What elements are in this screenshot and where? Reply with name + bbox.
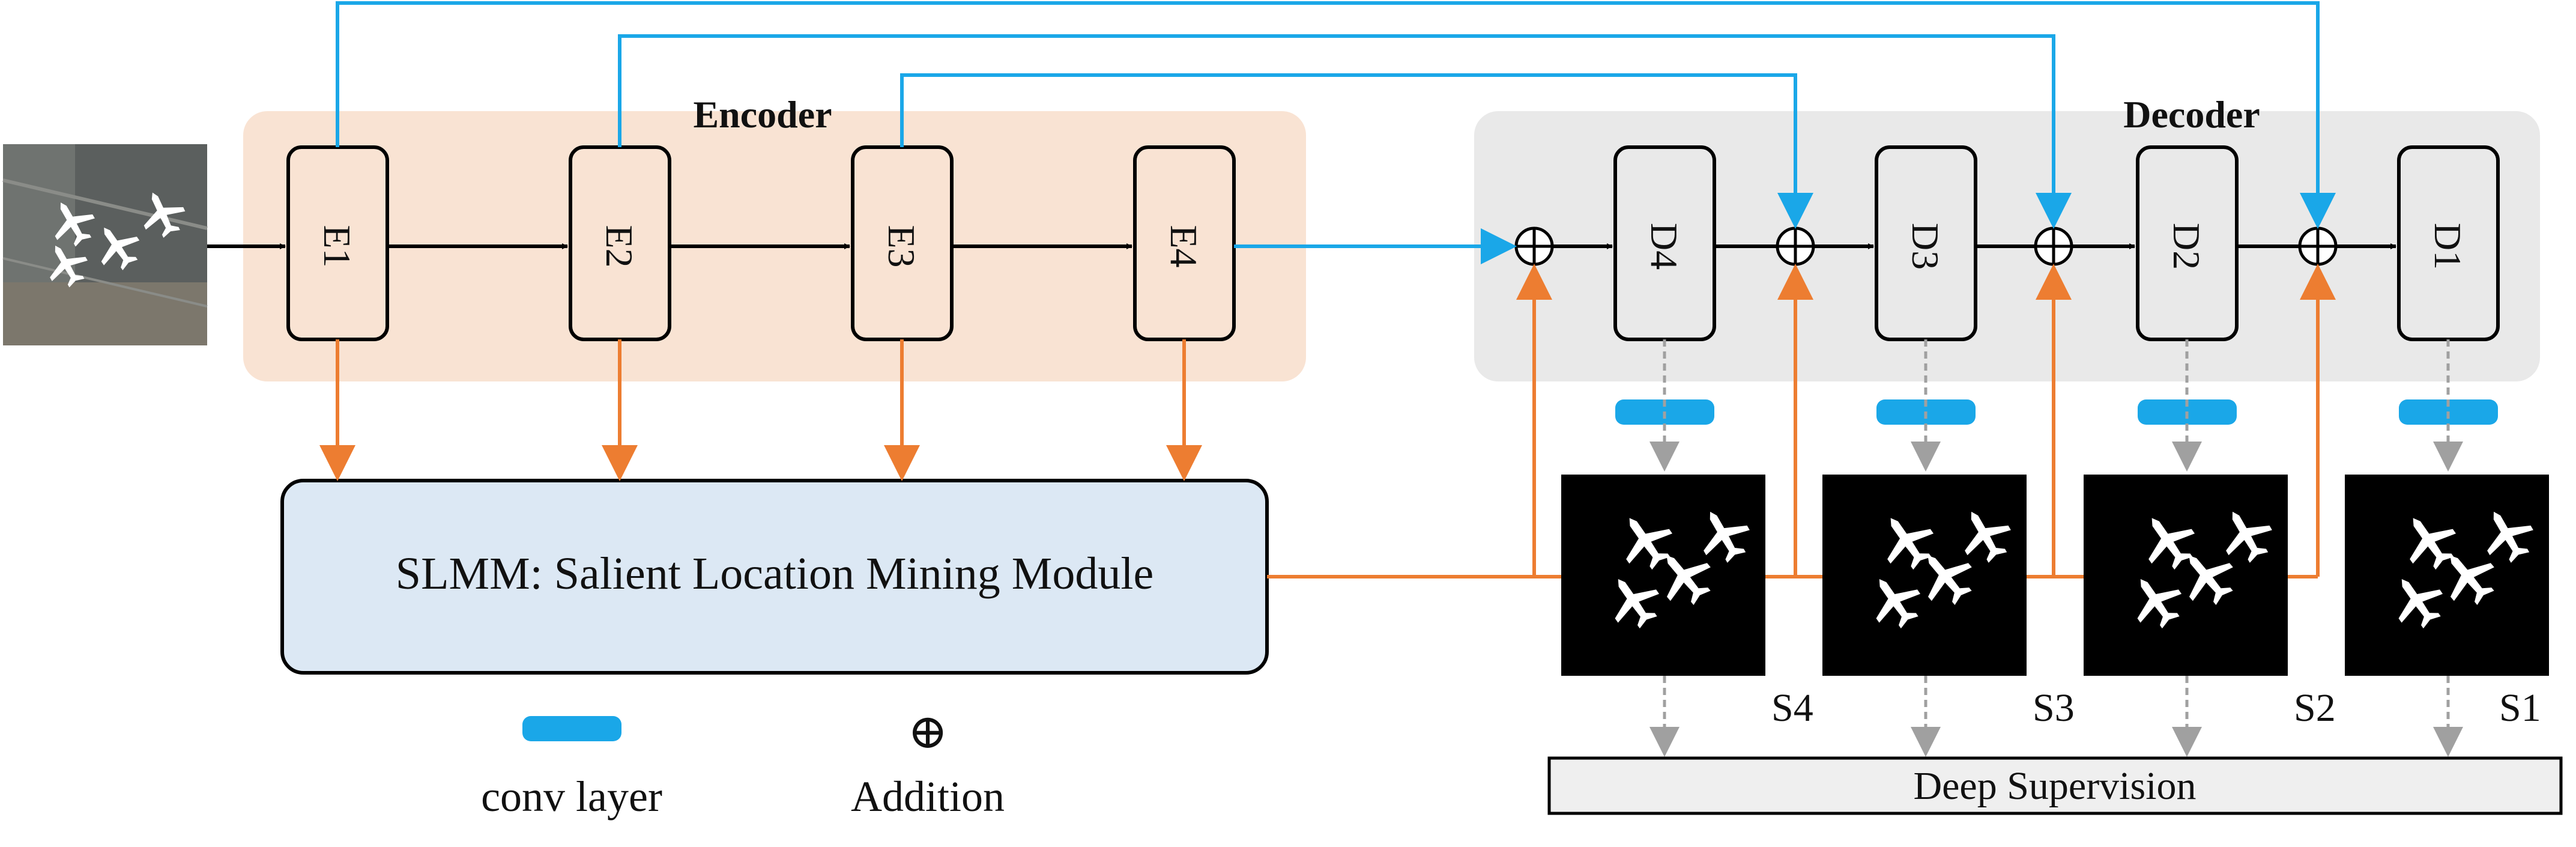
- decoder-block-d1: D1: [2397, 145, 2500, 341]
- addition-node-2: [1776, 226, 1815, 266]
- decoder-block-d3: D3: [1875, 145, 1977, 341]
- decoder-title: Decoder: [2123, 93, 2260, 136]
- decoder-block-d4-label: D4: [1643, 223, 1686, 270]
- legend-conv-layer-swatch: [522, 716, 621, 741]
- decoder-block-d4: D4: [1613, 145, 1716, 341]
- encoder-block-e3: E3: [851, 145, 954, 341]
- deep-supervision-bar: [1547, 756, 2563, 815]
- addition-node-3: [2034, 226, 2073, 266]
- decoder-block-d3-label: D3: [1904, 223, 1947, 270]
- saliency-map-s2: [2084, 475, 2288, 676]
- legend-addition-label: Addition: [851, 773, 1005, 821]
- saliency-label-s4: S4: [1771, 686, 1813, 730]
- deep-supervision-label: Deep Supervision: [1913, 764, 2196, 808]
- skip-arrow-e3-add2: [900, 73, 1813, 229]
- decoder-block-d1-label: D1: [2426, 223, 2469, 270]
- decoder-block-d2-label: D2: [2165, 223, 2208, 270]
- encoder-block-e1: E1: [286, 145, 389, 341]
- skip-arrow-e1-add4: [336, 1, 2336, 229]
- encoder-block-e4: E4: [1133, 145, 1236, 341]
- skip-arrow-e2-add3: [618, 34, 2072, 229]
- legend-conv-layer-label: conv layer: [481, 773, 662, 821]
- saliency-label-s2: S2: [2294, 686, 2336, 730]
- encoder-block-e3-label: E3: [880, 225, 923, 267]
- saliency-label-s1: S1: [2499, 686, 2541, 730]
- decoder-block-d2: D2: [2136, 145, 2239, 341]
- encoder-block-e2: E2: [569, 145, 671, 341]
- saliency-map-s1: [2345, 475, 2549, 676]
- saliency-map-s3: [1822, 475, 2027, 676]
- slmm-label: SLMM: Salient Location Mining Module: [396, 548, 1153, 599]
- legend-addition-symbol: ⊕: [907, 706, 948, 759]
- addition-node-1: [1514, 226, 1554, 266]
- encoder-title: Encoder: [693, 93, 832, 136]
- addition-node-4: [2298, 226, 2338, 266]
- input-image: [2, 144, 208, 345]
- encoder-block-e1-label: E1: [316, 225, 358, 267]
- saliency-label-s3: S3: [2033, 686, 2075, 730]
- encoder-block-e4-label: E4: [1163, 225, 1205, 267]
- encoder-block-e2-label: E2: [598, 225, 641, 267]
- saliency-map-s4: [1561, 475, 1765, 676]
